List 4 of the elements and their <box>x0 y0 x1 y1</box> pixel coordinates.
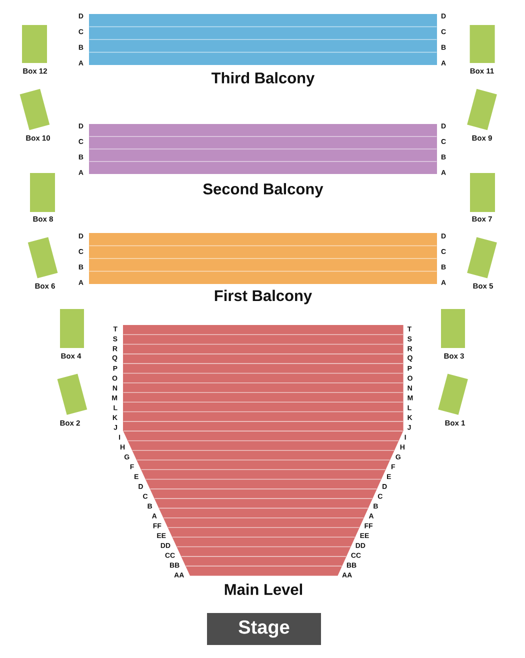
section-title: Second Balcony <box>203 183 324 198</box>
section-title: Third Balcony <box>212 72 315 87</box>
section-title: First Balcony <box>214 290 312 304</box>
section-title: Main Level <box>224 584 302 595</box>
